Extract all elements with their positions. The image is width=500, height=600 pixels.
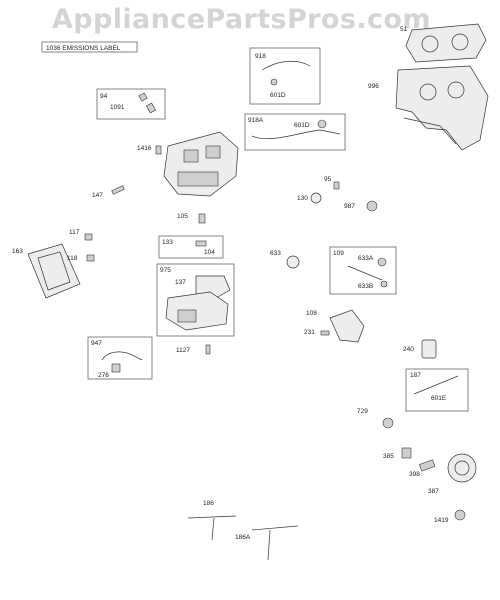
label-133: 133 (162, 239, 173, 246)
screw-95-part (333, 181, 340, 190)
part-276 (111, 363, 121, 373)
label-1091: 1091 (110, 104, 125, 111)
label-633A: 633A (358, 255, 374, 262)
label-633B: 633B (358, 283, 373, 290)
label-104: 104 (204, 249, 215, 256)
part-117 (84, 233, 93, 241)
wire-947-part (101, 351, 143, 361)
box-94 (96, 88, 166, 120)
label-276: 276 (98, 372, 109, 379)
line-601E-part (413, 375, 459, 395)
box-947 (87, 336, 153, 380)
label-385: 385 (383, 453, 394, 460)
label-163: 163 (12, 248, 23, 255)
label-398: 398 (409, 471, 420, 478)
part-1419 (454, 509, 466, 521)
label-633: 633 (270, 250, 281, 257)
label-51: 51 (400, 26, 408, 33)
label-186A: 186A (235, 534, 251, 541)
seal-987-part (366, 200, 378, 212)
hose-918A-part (251, 129, 341, 140)
label-118: 118 (67, 255, 78, 262)
label-947: 947 (91, 340, 102, 347)
label-186: 186 (203, 500, 214, 507)
label-130: 130 (297, 195, 308, 202)
clamp-601D-b-part (317, 119, 327, 129)
screw-147-part (111, 185, 125, 195)
ring-633A-part (377, 257, 387, 267)
label-601E: 601E (431, 395, 447, 402)
gasket-163-part (27, 243, 81, 299)
heat-shield-996-part (395, 65, 489, 151)
label-996: 996 (368, 83, 379, 90)
float-bowl-975-part (165, 275, 231, 331)
label-147: 147 (92, 192, 103, 199)
label-94: 94 (100, 93, 108, 100)
screw-1091-part (138, 92, 157, 114)
label-601D-a: 601D (270, 92, 286, 99)
label-975: 975 (160, 267, 171, 274)
label-105: 105 (177, 213, 188, 220)
box-1036 (41, 41, 138, 53)
needle-633A-part (347, 265, 383, 281)
box-187 (405, 368, 469, 412)
label-918: 918 (255, 53, 266, 60)
gasket-51-part (405, 23, 487, 63)
label-987: 987 (344, 203, 355, 210)
carburetor-1416-part (155, 131, 239, 197)
part-1127 (205, 344, 211, 355)
fuel-line-918-part (261, 60, 311, 71)
label-137: 137 (175, 279, 186, 286)
washer-130-part (310, 192, 322, 204)
filter-240-part (421, 339, 437, 359)
fitting-398-part (419, 459, 436, 472)
label-1419: 1419 (434, 517, 449, 524)
label-918A: 918A (248, 117, 264, 124)
fitting-385-part (401, 447, 412, 459)
part-104 (195, 240, 207, 247)
box-109 (329, 246, 397, 295)
seal-633-part (286, 255, 300, 269)
label-1416: 1416 (137, 145, 152, 152)
label-1127: 1127 (176, 347, 190, 354)
screw-231-part (320, 330, 330, 336)
label-95: 95 (324, 176, 332, 183)
label-240: 240 (403, 346, 414, 353)
clip-729-part (382, 417, 394, 429)
label-729: 729 (357, 408, 368, 415)
label-117: 117 (69, 229, 80, 236)
tee-186-part (187, 515, 237, 541)
bracket-108-part (329, 309, 365, 343)
label-1036: 1036 EMISSIONS LABEL (46, 45, 121, 52)
box-918 (249, 47, 321, 105)
label-601D-b: 601D (294, 122, 310, 129)
box-133 (158, 235, 224, 259)
label-109: 109 (333, 250, 344, 257)
label-231: 231 (304, 329, 315, 336)
box-975 (156, 263, 235, 337)
part-118 (86, 254, 95, 262)
label-187: 187 (410, 372, 421, 379)
clamp-601D-a-part (270, 78, 278, 86)
tee-186A-part (251, 525, 299, 561)
pin-105-part (198, 213, 206, 224)
label-387: 387 (428, 488, 439, 495)
box-918A (244, 113, 346, 151)
label-108: 108 (306, 310, 317, 317)
ring-633B-part (380, 280, 388, 288)
fuel-pump-387-part (447, 453, 477, 483)
watermark-text: AppliancePartsPros.com (52, 4, 431, 35)
